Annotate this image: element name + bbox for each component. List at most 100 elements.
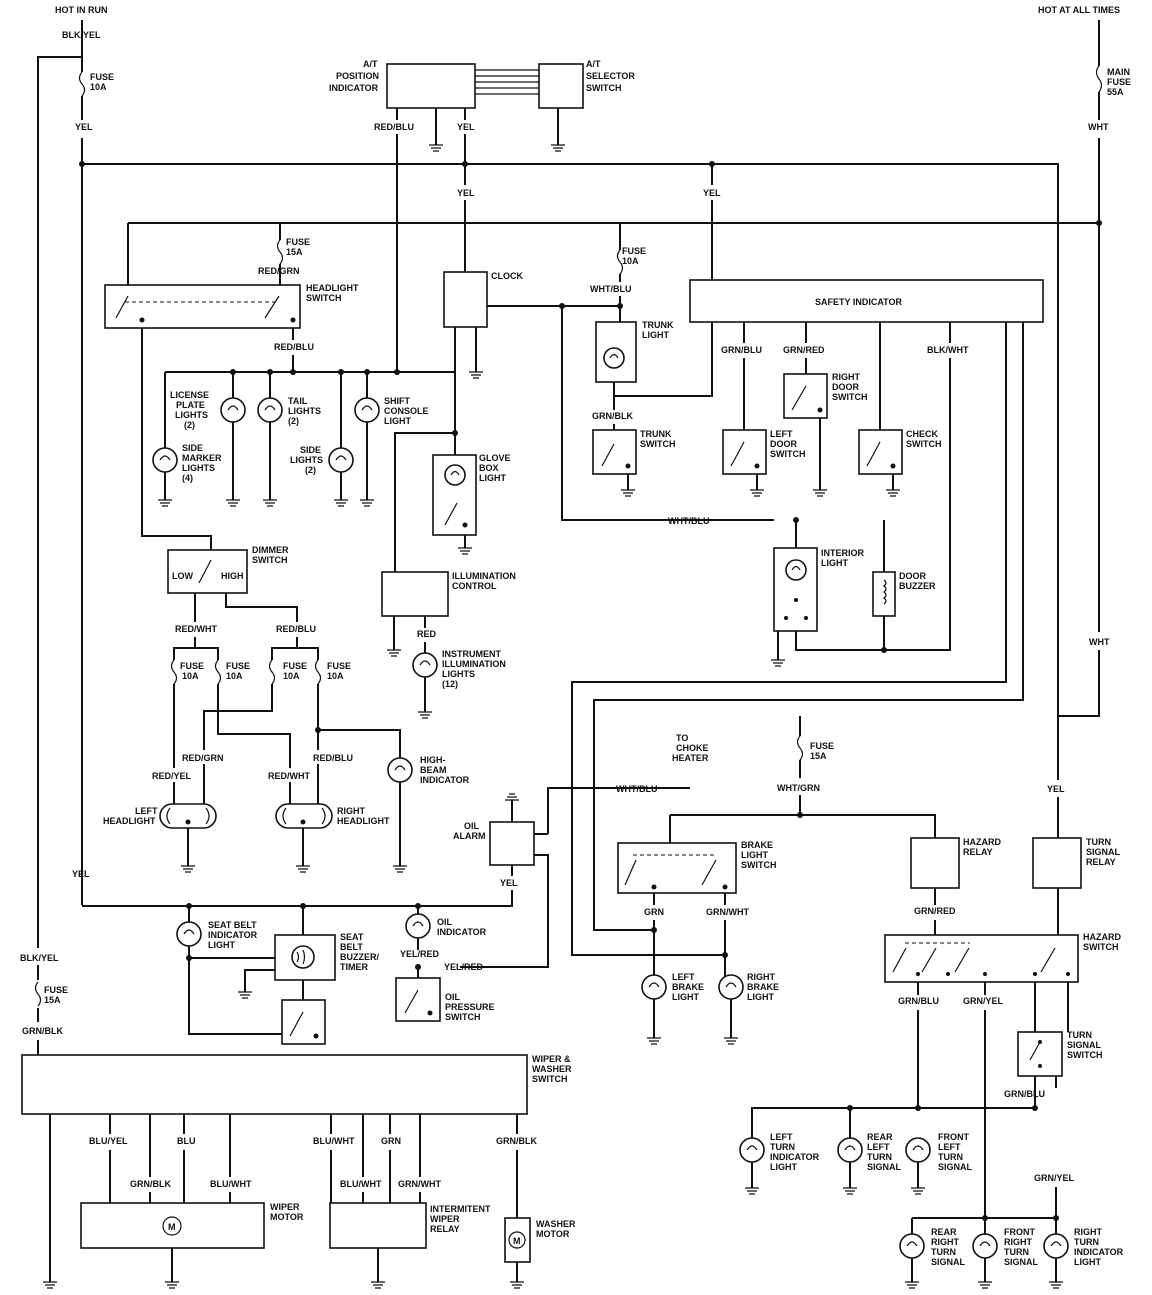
junction-dot — [186, 955, 192, 961]
wire — [547, 787, 690, 834]
right-turn-indicator-label: INDICATOR — [1074, 1247, 1124, 1257]
junction-dot — [452, 430, 458, 436]
license-label: (2) — [184, 420, 195, 430]
fuse-label: FUSE — [90, 72, 114, 82]
oil-seatbelt-section: WHT TO CHOKE HEATER WHT/BLU OIL ALARM YE… — [72, 637, 1110, 1045]
intermittent-wiper-relay-box — [329, 1202, 427, 1249]
right-brake-label: LIGHT — [747, 992, 774, 1002]
high-beam-indicator-bulb — [387, 757, 413, 783]
wire-label: RED — [417, 629, 437, 639]
terminal — [1033, 972, 1037, 976]
dimmer-switch-box — [167, 549, 248, 594]
washer-motor-label: MOTOR — [536, 1229, 570, 1239]
terminal — [916, 972, 920, 976]
terminal — [462, 522, 468, 528]
headlight-switch-box — [104, 284, 301, 329]
junction-dot — [338, 369, 344, 375]
wire-label: BLU/YEL — [89, 1136, 128, 1146]
right-headlight-label: HEADLIGHT — [337, 816, 390, 826]
wire — [777, 520, 885, 660]
motor-symbol-label: M — [513, 1236, 521, 1246]
wiper-motor-box — [80, 1202, 265, 1249]
ground-symbol — [429, 144, 565, 152]
right-door-label: SWITCH — [832, 392, 868, 402]
terminal — [722, 884, 728, 890]
fuse-label: 15A — [44, 995, 61, 1005]
headlight-switch-label: HEADLIGHT — [306, 283, 359, 293]
wire — [934, 888, 1059, 935]
glove-box-label: LIGHT — [479, 473, 506, 483]
left-turn-indicator-bulb — [739, 1137, 765, 1163]
wire — [653, 893, 726, 978]
check-switch-label: CHECK — [906, 429, 939, 439]
left-turn-indicator-label: LEFT — [770, 1132, 793, 1142]
wire-label: RED/YEL — [152, 771, 192, 781]
instrument-label: LIGHTS — [442, 669, 475, 679]
glove-box-label: BOX — [479, 463, 499, 473]
wire-label: GRN/BLU — [1004, 1089, 1045, 1099]
switch-contact — [1029, 1041, 1041, 1061]
wire-label: GRN/BLU — [721, 345, 762, 355]
wire-label: GRN/YEL — [963, 996, 1004, 1006]
rear-right-label: SIGNAL — [931, 1257, 966, 1267]
clock-label: CLOCK — [491, 271, 523, 281]
ground-symbol — [813, 489, 827, 497]
instrument-illumination-bulb — [412, 652, 438, 678]
interior-light-bulb — [785, 559, 807, 581]
hazard-relay-label: HAZARD — [963, 837, 1001, 847]
illumination-label: ILLUMINATION — [452, 571, 516, 581]
rear-right-turn-bulb — [899, 1233, 925, 1259]
tail-label: TAIL — [288, 396, 308, 406]
ground-symbol — [181, 865, 310, 873]
terminal — [794, 598, 798, 602]
bulb-filament — [444, 470, 460, 526]
left-door-switch-box — [722, 429, 767, 475]
ground-symbol — [771, 659, 785, 667]
headlight-switch-label: SWITCH — [306, 293, 342, 303]
oil-pressure-label: PRESSURE — [445, 1002, 495, 1012]
oil-pressure-label: SWITCH — [445, 1012, 481, 1022]
wire — [613, 322, 713, 430]
brake-switch-label: BRAKE — [741, 840, 773, 850]
terminal — [427, 1010, 433, 1016]
fuse-label: FUSE — [180, 661, 204, 671]
bulb-filament — [183, 929, 195, 935]
junction-dot — [415, 964, 421, 970]
wire — [82, 865, 513, 907]
junction-dot — [793, 517, 799, 523]
bulb-filament — [419, 660, 431, 666]
trunk-light-label: TRUNK — [642, 320, 674, 330]
junction-dot — [267, 369, 273, 375]
fuse-symbol — [616, 249, 624, 275]
wire-label: RED/GRN — [258, 266, 300, 276]
wire-label: BLU/WHT — [210, 1179, 252, 1189]
shift-label: SHIFT — [384, 396, 411, 406]
instrument-label: ILLUMINATION — [442, 659, 506, 669]
main-fuse-symbol — [1095, 65, 1103, 93]
rear-left-turn-bulb — [837, 1137, 863, 1163]
right-brake-label: RIGHT — [747, 972, 776, 982]
switch-contact — [892, 947, 1056, 973]
brake-light-switch-box — [617, 842, 737, 894]
wiper-motor-label: MOTOR — [270, 1212, 304, 1222]
at-position-indicator-box — [386, 63, 476, 109]
rear-left-label: LEFT — [867, 1142, 890, 1152]
rear-left-label: REAR — [867, 1132, 893, 1142]
fuse-label: FUSE — [44, 985, 68, 995]
wire-label: YEL — [1047, 784, 1065, 794]
right-turn-indicator-label: LIGHT — [1074, 1257, 1101, 1267]
wiper-switch-label: WASHER — [532, 1064, 572, 1074]
tail-label: (2) — [288, 416, 299, 426]
wire-label: WHT/BLU — [616, 784, 658, 794]
side-marker-label: LIGHTS — [182, 463, 215, 473]
wire — [127, 223, 281, 286]
terminal — [185, 819, 191, 825]
junction-dot — [1053, 1215, 1059, 1221]
wiper-motor-label: WIPER — [270, 1202, 300, 1212]
oil-pressure-switch-box — [395, 977, 441, 1022]
bulb-filament — [609, 353, 619, 359]
right-door-label: RIGHT — [832, 372, 861, 382]
seat-belt-buzzer-label: TIMER — [340, 962, 368, 972]
lights-array: LICENSE PLATE LIGHTS (2) TAIL LIGHTS (2)… — [152, 372, 511, 572]
wire — [1058, 20, 1100, 717]
